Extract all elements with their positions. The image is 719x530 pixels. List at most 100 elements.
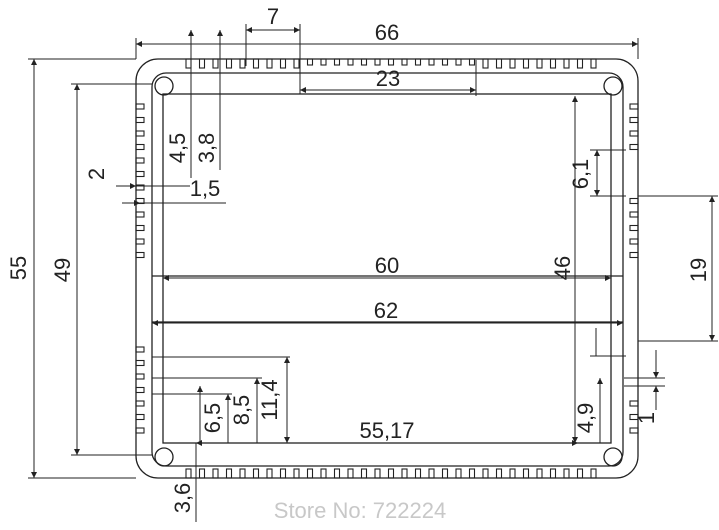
- fin-right: [629, 400, 639, 407]
- label-3-6: 3,6: [170, 483, 195, 514]
- fin-bottom: [306, 468, 314, 479]
- fin-left: [135, 346, 145, 353]
- fin-bottom: [347, 468, 354, 479]
- fin-left: [135, 373, 145, 380]
- fin-right: [629, 427, 639, 434]
- fin-bottom: [455, 468, 462, 479]
- label-8-5: 8,5: [229, 395, 254, 426]
- label-49: 49: [50, 258, 75, 282]
- fin-left: [135, 170, 145, 178]
- fin-bottom: [252, 468, 260, 479]
- fin-top: [576, 58, 584, 69]
- fin-bottom: [590, 468, 597, 479]
- fin-bottom: [441, 468, 449, 479]
- fin-left: [135, 413, 145, 421]
- screw-boss-bl: [154, 447, 174, 467]
- fin-bottom: [320, 468, 327, 479]
- fin-left: [135, 116, 145, 124]
- fin-left: [135, 211, 145, 218]
- cooling-fins: [135, 58, 639, 479]
- label-62: 62: [374, 298, 398, 323]
- fin-left: [135, 400, 145, 407]
- label-60: 60: [375, 253, 399, 278]
- fin-bottom: [482, 468, 489, 479]
- fin-top-small: [347, 58, 354, 66]
- fin-top-small: [360, 58, 368, 66]
- fin-top-small: [320, 58, 327, 66]
- label-2: 2: [84, 168, 109, 180]
- fin-bottom: [536, 468, 543, 479]
- label-55-17: 55,17: [359, 418, 414, 443]
- fin-left: [135, 103, 145, 110]
- fin-bottom: [185, 468, 192, 479]
- fin-bottom: [576, 468, 584, 479]
- fin-top-small: [401, 58, 408, 66]
- fin-bottom: [279, 468, 287, 479]
- fin-right: [629, 103, 639, 110]
- fin-top-small: [374, 58, 381, 66]
- fin-bottom: [266, 468, 273, 479]
- fin-bottom: [333, 468, 341, 479]
- fin-bottom: [225, 468, 233, 479]
- label-1-5: 1,5: [190, 176, 221, 201]
- screw-boss-tl: [154, 76, 174, 96]
- fin-bottom: [212, 468, 219, 479]
- label-3-8: 3,8: [194, 133, 219, 164]
- label-55: 55: [6, 256, 31, 280]
- fin-bottom: [468, 468, 476, 479]
- fin-left: [135, 386, 145, 394]
- fin-left: [135, 251, 145, 259]
- fin-bottom: [293, 468, 300, 479]
- fin-bottom: [198, 468, 206, 479]
- label-7: 7: [267, 4, 279, 29]
- label-46: 46: [550, 256, 575, 280]
- fin-bottom: [360, 468, 368, 479]
- fin-left: [135, 238, 145, 245]
- fin-top-small: [428, 58, 435, 66]
- fin-top-small: [441, 58, 449, 66]
- fin-left: [135, 157, 145, 164]
- fin-top: [495, 58, 503, 69]
- fin-bottom: [509, 468, 516, 479]
- fin-top: [522, 58, 530, 69]
- fin-left: [135, 130, 145, 137]
- screw-boss-tr: [603, 76, 623, 96]
- fin-bottom: [495, 468, 503, 479]
- label-1: 1: [634, 412, 659, 424]
- fin-top: [482, 58, 489, 69]
- fin-top: [252, 58, 260, 69]
- fin-right: [629, 211, 639, 218]
- label-66: 66: [375, 20, 399, 45]
- fin-bottom: [387, 468, 395, 479]
- fin-top-small: [333, 58, 341, 66]
- dimension-lines: [28, 24, 718, 522]
- fin-bottom: [374, 468, 381, 479]
- fin-top-small: [306, 58, 314, 66]
- fin-top: [225, 58, 233, 69]
- label-19: 19: [686, 258, 711, 282]
- fin-right: [629, 143, 639, 151]
- fin-bottom: [414, 468, 422, 479]
- label-11-4: 11,4: [257, 379, 282, 420]
- fin-top: [509, 58, 516, 69]
- fin-left: [135, 427, 145, 434]
- fin-top: [239, 58, 246, 69]
- fin-bottom: [563, 468, 570, 479]
- fin-right: [629, 130, 639, 137]
- fin-top-small: [468, 58, 476, 66]
- fin-left: [135, 359, 145, 367]
- fin-top: [212, 58, 219, 69]
- fin-top: [590, 58, 597, 69]
- fin-top: [279, 58, 287, 69]
- fin-right: [629, 238, 639, 245]
- label-4-5: 4,5: [165, 133, 190, 164]
- fin-bottom: [239, 468, 246, 479]
- fin-right: [629, 224, 639, 232]
- fin-left: [135, 184, 145, 191]
- fin-bottom: [549, 468, 557, 479]
- fin-right: [629, 197, 639, 205]
- fin-top-small: [387, 58, 395, 66]
- fin-bottom: [522, 468, 530, 479]
- label-4-9: 4,9: [573, 403, 598, 434]
